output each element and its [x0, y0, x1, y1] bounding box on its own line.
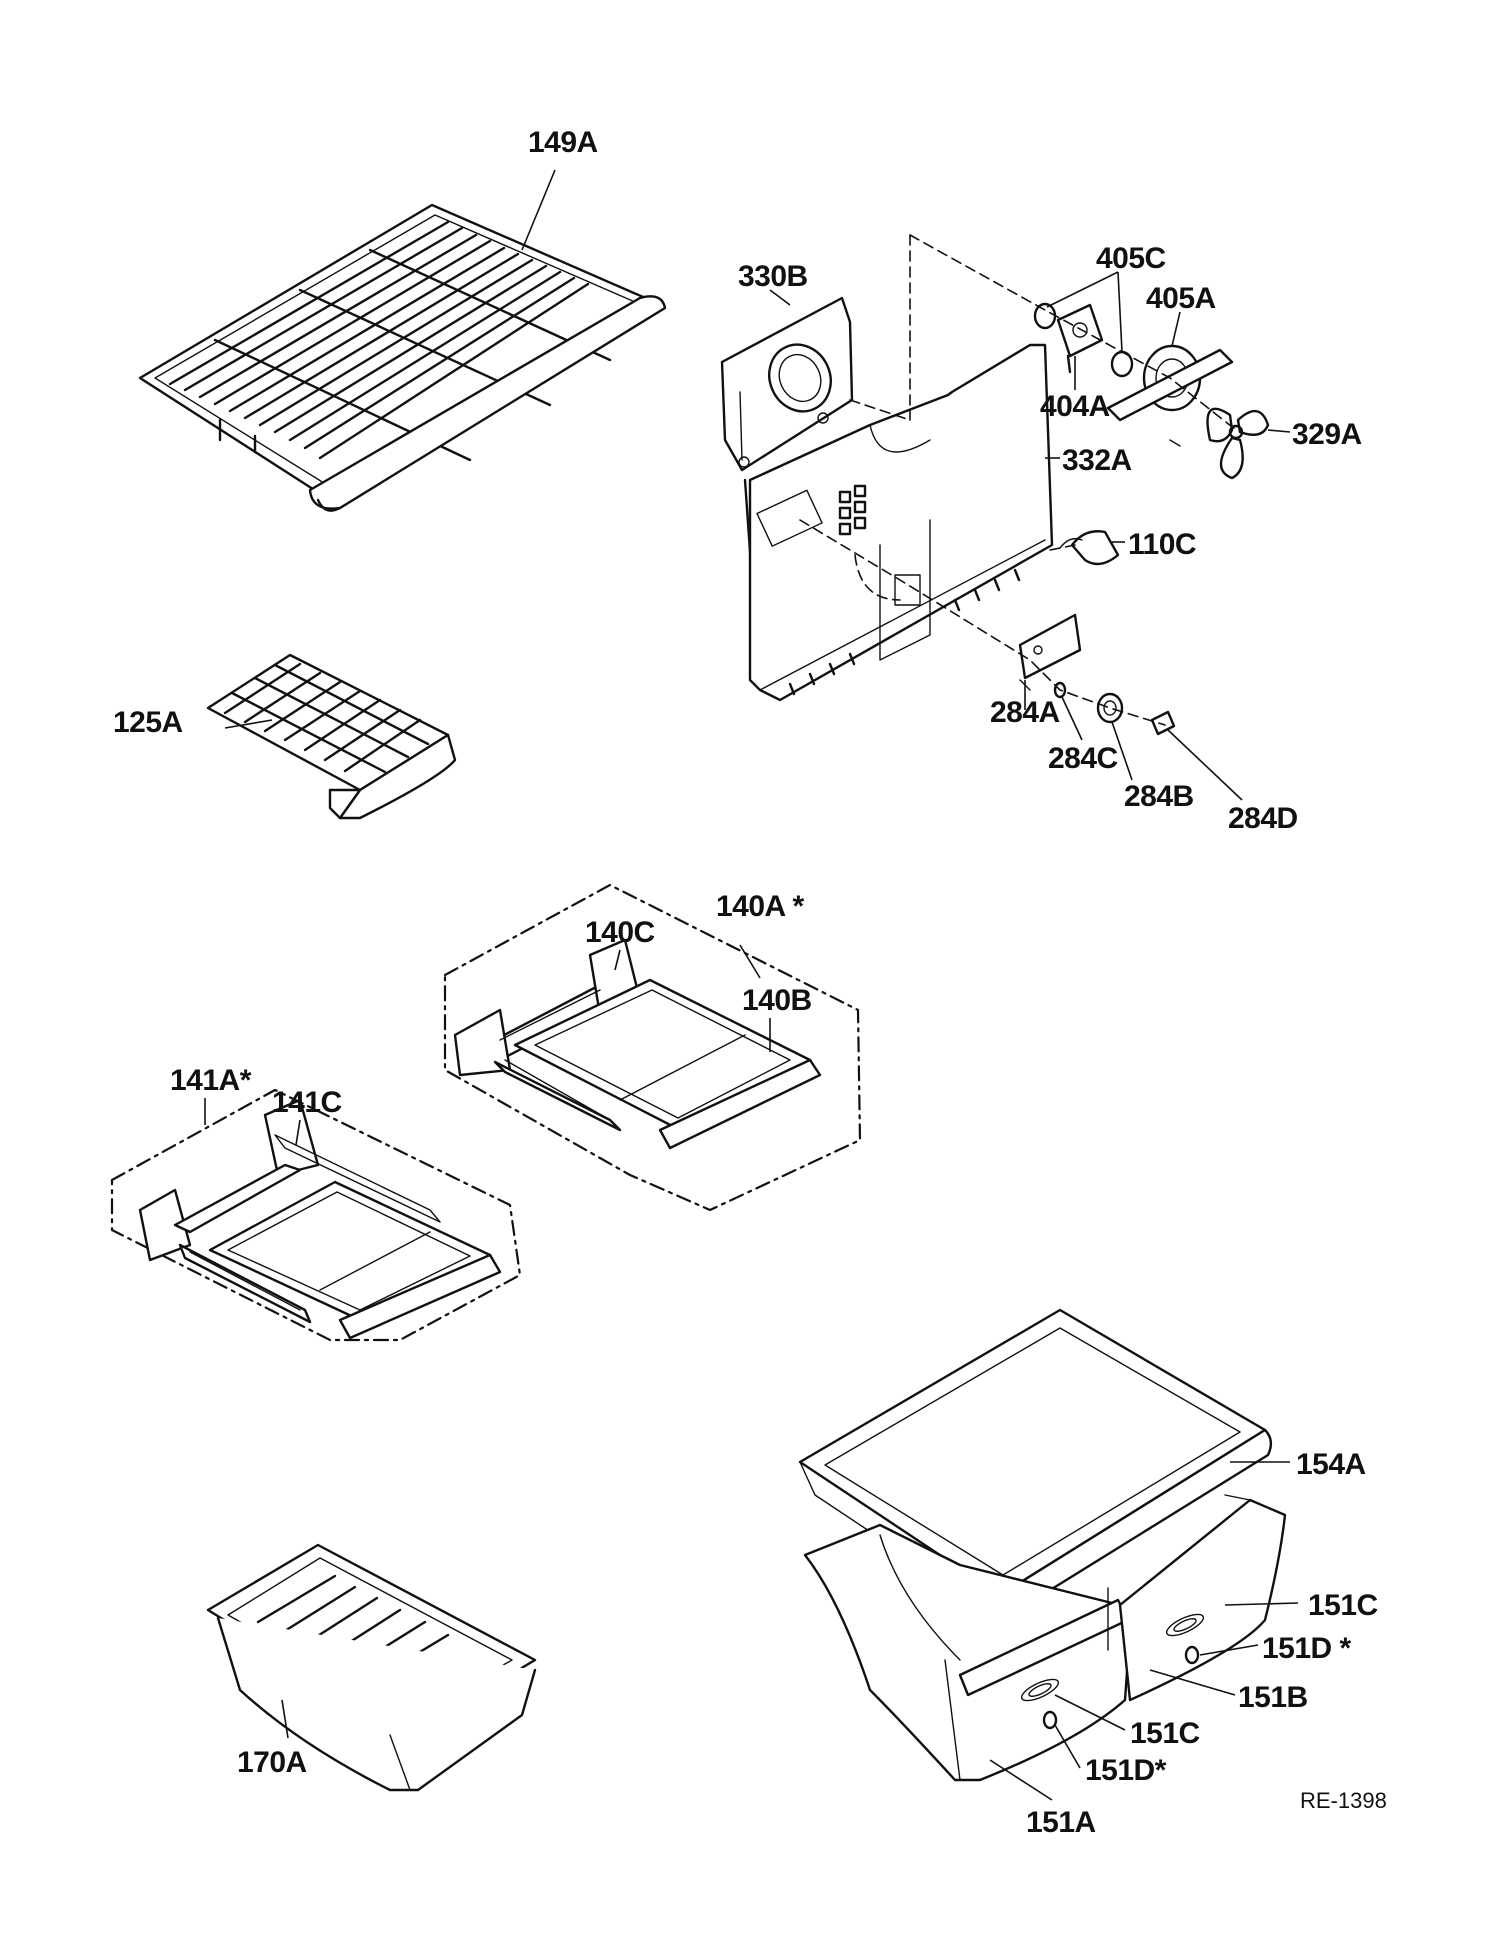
label-141c: 141C — [272, 1086, 342, 1119]
fan-blade-329a — [1169, 407, 1270, 480]
grommet-405c — [1033, 302, 1134, 378]
label-140b: 140B — [742, 984, 812, 1017]
label-125a: 125A — [113, 706, 183, 739]
wire-shelf-149a — [138, 203, 667, 512]
glass-shelf-140b — [513, 978, 822, 1150]
label-151b: 151B — [1238, 1681, 1308, 1714]
crisper-drawer-151a — [803, 1523, 1132, 1782]
label-284a: 284A — [990, 696, 1060, 729]
label-151d-left: 151D* — [1085, 1754, 1167, 1787]
label-330b: 330B — [738, 260, 808, 293]
label-170a: 170A — [237, 1746, 307, 1779]
clip-110c — [1059, 530, 1120, 566]
shelf-frame-141c — [138, 1098, 441, 1324]
fan-motor-404a — [1056, 303, 1104, 374]
light-housing-284a — [1018, 613, 1082, 691]
label-284b: 284B — [1124, 780, 1194, 813]
label-404a: 404A — [1040, 390, 1110, 423]
evaporator-panel-332a — [748, 343, 1054, 702]
label-151a: 151A — [1026, 1806, 1096, 1839]
glass-shelf-141 — [208, 1180, 502, 1340]
label-405c: 405C — [1096, 242, 1166, 275]
storage-pan-170a — [206, 1543, 537, 1792]
label-151c-right: 151C — [1308, 1589, 1378, 1622]
shelf-assembly-140a — [443, 883, 862, 1212]
assembly-guide-lines — [799, 234, 1237, 726]
label-284d: 284D — [1228, 802, 1298, 835]
shelf-frame-140c — [453, 938, 642, 1132]
label-284c: 284C — [1048, 742, 1118, 775]
label-110c: 110C — [1128, 528, 1196, 561]
reference-code: RE-1398 — [1300, 1788, 1387, 1813]
ice-tray-125a — [206, 653, 457, 820]
fan-shroud-405a — [1106, 344, 1234, 422]
cap-284b — [1096, 692, 1124, 724]
label-140a: 140A * — [716, 890, 804, 923]
label-151c-left: 151C — [1130, 1717, 1200, 1750]
part-labels: 149A 330B 405C 405A 404A 329A 332A 110C … — [113, 126, 1387, 1839]
label-332a: 332A — [1062, 444, 1132, 477]
label-329a: 329A — [1292, 418, 1362, 451]
label-154a: 154A — [1296, 1448, 1366, 1481]
label-140c: 140C — [585, 916, 655, 949]
crisper-drawer-151b — [1107, 1494, 1287, 1702]
bulb-284d — [1150, 710, 1176, 736]
label-405a: 405A — [1146, 282, 1216, 315]
label-151d-right: 151D * — [1262, 1632, 1352, 1665]
leader-lines — [204, 169, 1299, 1801]
label-141a: 141A* — [170, 1064, 252, 1097]
label-149a: 149A — [528, 126, 598, 159]
